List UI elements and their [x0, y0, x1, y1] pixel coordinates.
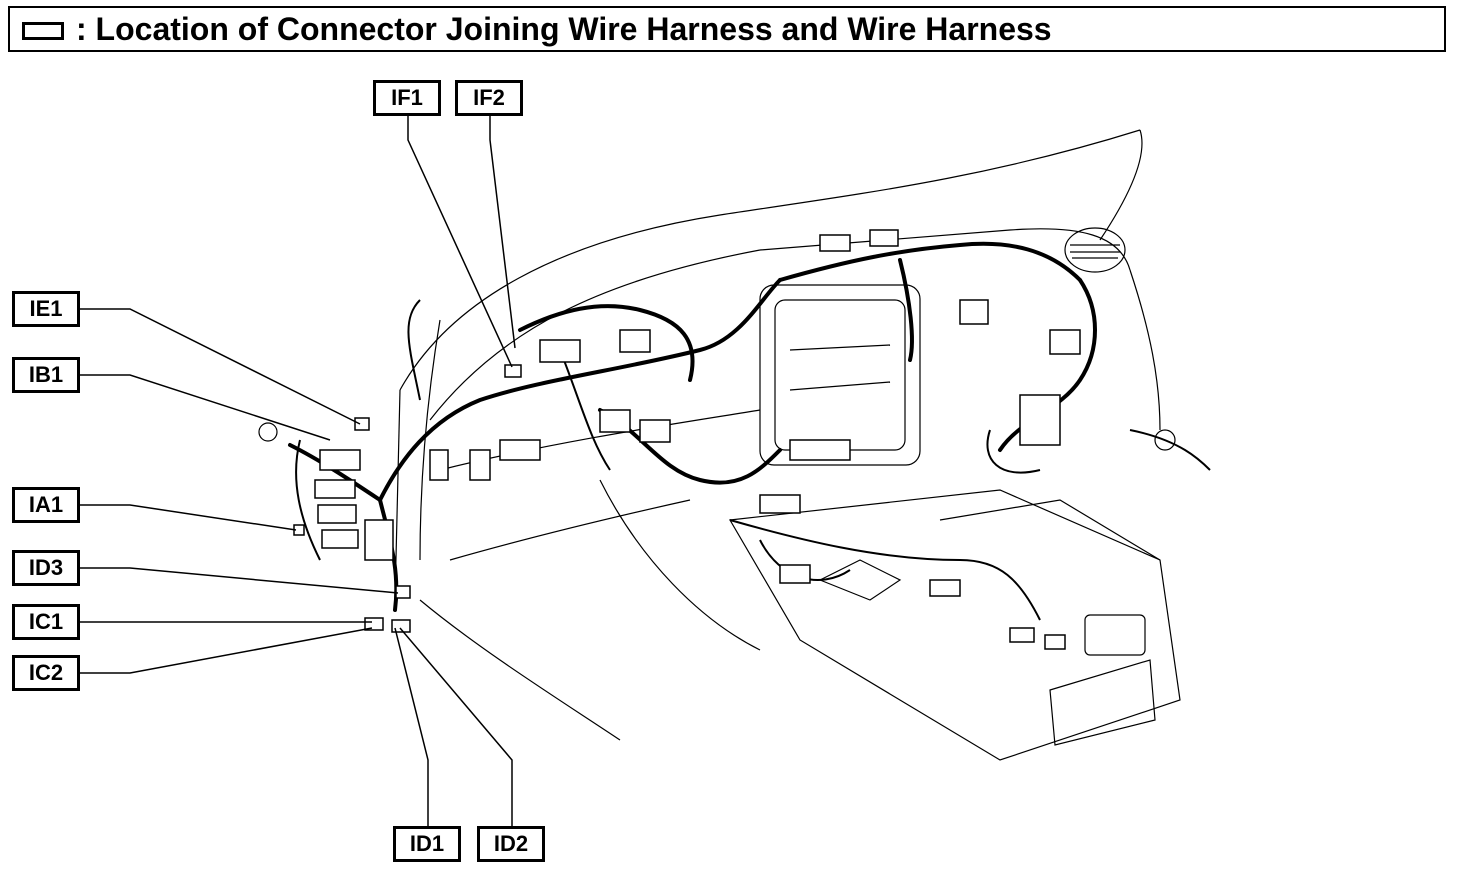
rectangle-outline-icon: [22, 22, 64, 40]
page-title: : Location of Connector Joining Wire Har…: [76, 10, 1052, 47]
connector-label-ID1: ID1: [393, 826, 461, 862]
connector-label-IA1: IA1: [12, 487, 80, 523]
connector-label-IC1: IC1: [12, 604, 80, 640]
connector-blocks: [293, 229, 1081, 650]
connector-label-IE1: IE1: [12, 291, 80, 327]
connector-label-ID3: ID3: [12, 550, 80, 586]
leader-lines: [80, 115, 516, 830]
vehicle-body-outline: [258, 129, 1181, 761]
wire-harness: [288, 241, 1097, 612]
connector-label-IF2: IF2: [455, 80, 523, 116]
connector-label-IC2: IC2: [12, 655, 80, 691]
connector-label-IF1: IF1: [373, 80, 441, 116]
title-bar: : Location of Connector Joining Wire Har…: [8, 6, 1446, 52]
connector-label-IB1: IB1: [12, 357, 80, 393]
connector-label-ID2: ID2: [477, 826, 545, 862]
